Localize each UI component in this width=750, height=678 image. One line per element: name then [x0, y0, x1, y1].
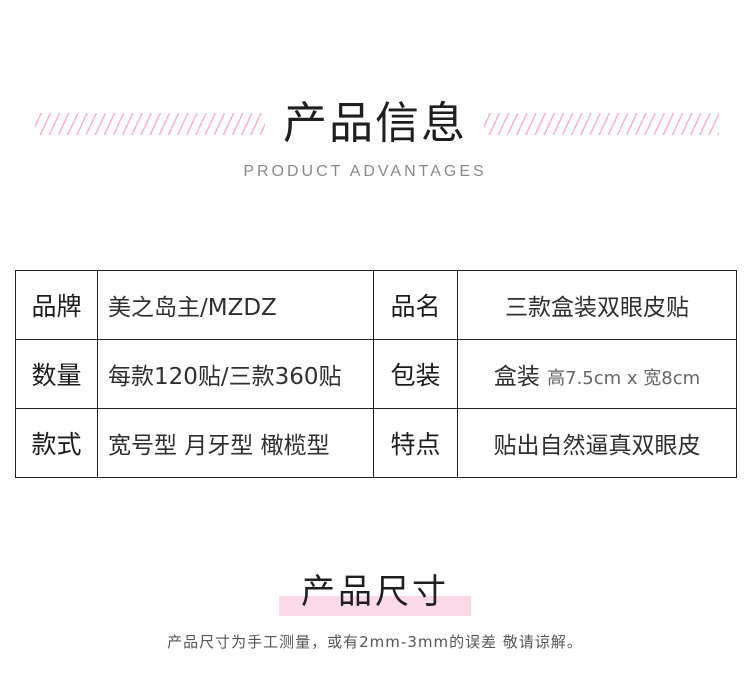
- brand-value: 美之岛主/MZDZ: [97, 270, 374, 340]
- size-title: 产品尺寸: [279, 570, 471, 616]
- page-title: 产品信息: [283, 98, 467, 149]
- packaging-value: 盒装 高7.5cm x 宽8cm: [457, 339, 737, 409]
- style-value: 宽号型 月牙型 橄榄型: [97, 408, 374, 478]
- size-section-header: 产品尺寸: [0, 570, 750, 616]
- packaging-label: 包装: [373, 339, 458, 409]
- quantity-value: 每款120贴/三款360贴: [97, 339, 374, 409]
- feature-label: 特点: [373, 408, 458, 478]
- feature-value: 贴出自然逼真双眼皮: [457, 408, 737, 478]
- quantity-label: 数量: [15, 339, 98, 409]
- table-row: 数量 每款120贴/三款360贴 包装 盒装 高7.5cm x 宽8cm: [15, 339, 737, 409]
- brand-label: 品牌: [15, 270, 98, 340]
- product-name-label: 品名: [373, 270, 458, 340]
- product-name-value: 三款盒装双眼皮贴: [457, 270, 737, 340]
- section-header: 产品信息 PRODUCT ADVANTAGES: [0, 0, 750, 200]
- table-row: 品牌 美之岛主/MZDZ 品名 三款盒装双眼皮贴: [15, 270, 737, 340]
- decorative-hatch-right: [484, 113, 719, 135]
- page-subtitle: PRODUCT ADVANTAGES: [243, 163, 487, 180]
- decorative-hatch-left: [35, 113, 265, 135]
- packaging-dimensions: 高7.5cm x 宽8cm: [547, 368, 701, 389]
- style-label: 款式: [15, 408, 98, 478]
- table-row: 款式 宽号型 月牙型 橄榄型 特点 贴出自然逼真双眼皮: [15, 408, 737, 478]
- packaging-type: 盒装: [493, 364, 540, 390]
- size-note: 产品尺寸为手工测量，或有2mm-3mm的误差 敬请谅解。: [167, 633, 583, 651]
- product-info-table: 品牌 美之岛主/MZDZ 品名 三款盒装双眼皮贴 数量 每款120贴/三款360…: [15, 270, 737, 478]
